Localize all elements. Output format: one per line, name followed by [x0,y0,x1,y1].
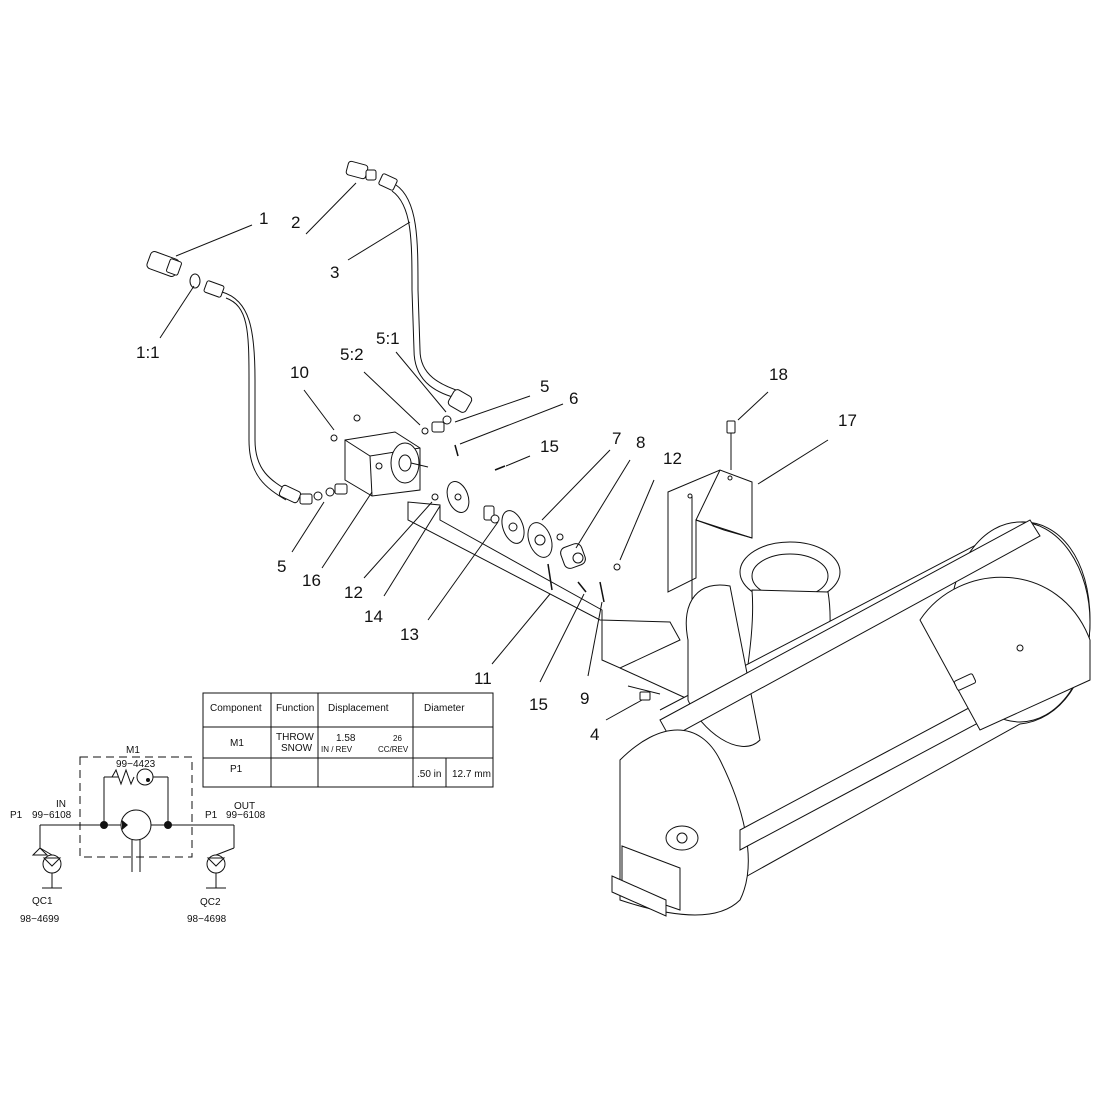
table-m1-disp-in-unit: IN / REV [321,745,353,754]
callout-5-2: 5:2 [340,345,364,364]
schem-m1-part: 99−4423 [116,759,156,770]
schem-out-part: 99−6108 [226,810,266,821]
callout-5-upper: 5 [540,377,549,396]
leader-lines [159,182,829,721]
schem-in-label: IN [56,799,66,810]
callout-13: 13 [400,625,419,644]
mounting-plate [407,501,691,701]
callout-17: 17 [838,411,857,430]
schem-out-port: P1 [205,810,218,821]
schem-qc1-label: QC1 [32,896,53,907]
callout-2: 2 [291,213,300,232]
schem-in-port: P1 [10,810,23,821]
schem-out-label: OUT [234,801,255,812]
spec-table: Component Function Displacement Diameter… [202,692,494,788]
callout-labels: 1 1:1 2 3 4 5 5 5:1 5:2 6 7 8 9 10 11 12… [136,209,857,744]
table-header-diameter: Diameter [424,703,465,714]
snowblower-housing [611,519,1091,917]
table-header-function: Function [276,703,314,714]
table-m1-component: M1 [230,738,244,749]
callout-6: 6 [569,389,578,408]
table-header-component: Component [210,703,262,714]
callout-5-1: 5:1 [376,329,400,348]
callout-14: 14 [364,607,383,626]
schem-qc2-part: 98−4698 [187,914,227,925]
schem-in-part: 99−6108 [32,810,72,821]
schem-qc1-part: 98−4699 [20,914,60,925]
callout-15-lower: 15 [529,695,548,714]
callout-1-1: 1:1 [136,343,160,362]
table-m1-disp-in: 1.58 [336,733,356,744]
table-p1-dia-mm: 12.7 mm [452,769,491,780]
table-m1-disp-cc-unit: CC/REV [378,745,409,754]
table-p1-dia-in: .50 in [417,769,441,780]
callout-4: 4 [590,725,599,744]
table-p1-component: P1 [230,764,243,775]
callout-18: 18 [769,365,788,384]
callout-1: 1 [259,209,268,228]
callout-15-upper: 15 [540,437,559,456]
hose-assembly-2 [345,160,473,435]
callout-10: 10 [290,363,309,382]
chute-deflector [667,420,753,640]
hose-assembly-1 [146,251,348,505]
hydraulic-schematic: M1 99−4423 IN P1 99−6108 OUT P1 99−6108 … [10,745,266,925]
coupling-parts [431,444,621,603]
table-m1-function-2: SNOW [281,743,313,754]
table-m1-disp-cc: 26 [393,734,402,743]
hydraulic-motor [330,414,429,497]
schem-m1-label: M1 [126,745,140,756]
callout-9: 9 [580,689,589,708]
callout-5-lower: 5 [277,557,286,576]
callout-11: 11 [474,669,492,688]
callout-16: 16 [302,571,321,590]
callout-7: 7 [612,429,621,448]
callout-8: 8 [636,433,645,452]
table-header-displacement: Displacement [328,703,389,714]
callout-12-left: 12 [344,583,363,602]
callout-12-right: 12 [663,449,682,468]
table-m1-function-1: THROW [276,732,314,743]
schem-qc2-label: QC2 [200,897,221,908]
callout-3: 3 [330,263,339,282]
